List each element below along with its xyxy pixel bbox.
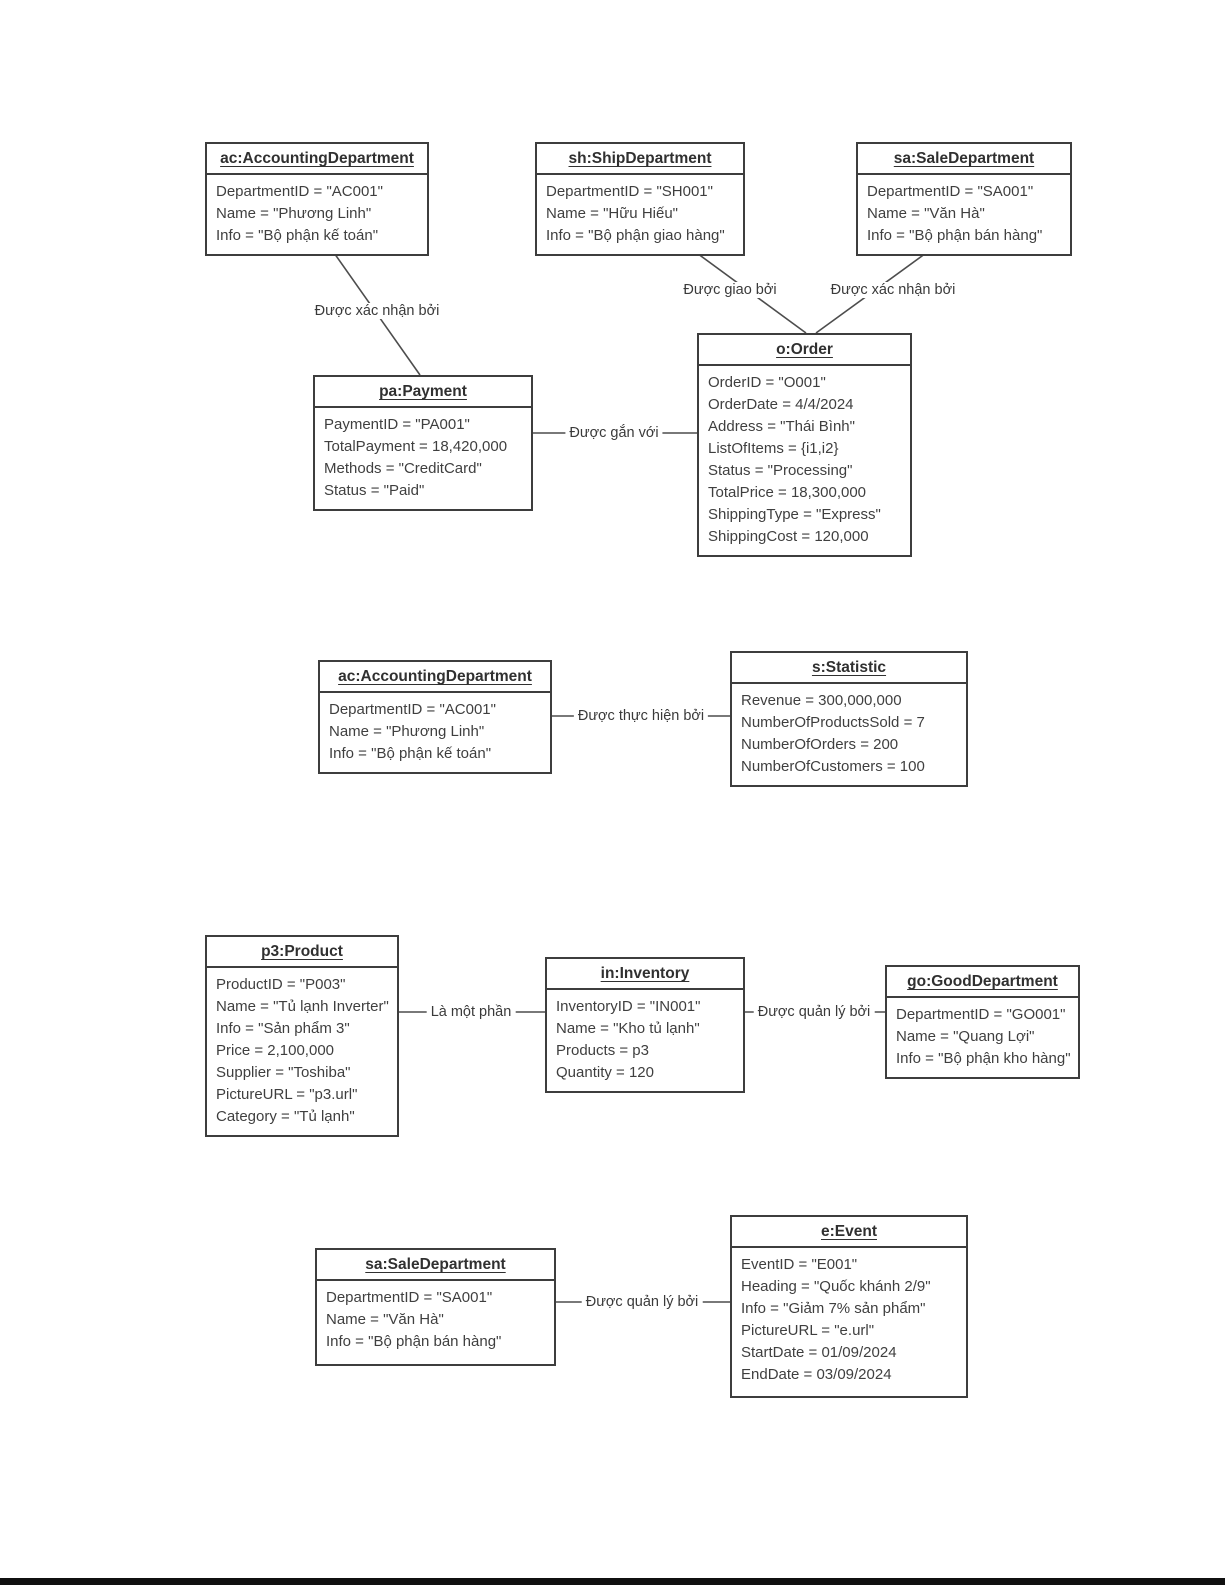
object-box-order: o:Order OrderID = "O001" OrderDate = 4/4/…	[697, 333, 912, 557]
attribute-line: Info = "Bộ phận bán hàng"	[867, 227, 1043, 244]
object-box-event: e:Event EventID = "E001" Heading = "Quốc …	[730, 1215, 968, 1398]
attribute-line: PaymentID = "PA001"	[324, 416, 470, 433]
object-title: e:Event	[732, 1217, 966, 1248]
connection-label-managed-by-2: Được quản lý bởi	[581, 1294, 703, 1310]
attribute-line: InventoryID = "IN001"	[556, 998, 701, 1015]
attribute-line: Name = "Phương Linh"	[216, 205, 372, 222]
attribute-line: Supplier = "Toshiba"	[216, 1064, 351, 1081]
attribute-line: Heading = "Quốc khánh 2/9"	[741, 1278, 931, 1295]
attribute-line: Info = "Bộ phận kho hàng"	[896, 1050, 1071, 1067]
attribute-line: ShippingCost = 120,000	[708, 528, 869, 545]
object-title: p3:Product	[207, 937, 397, 968]
object-box-sale-department-2: sa:SaleDepartment DepartmentID = "SA001"…	[315, 1248, 556, 1366]
object-attributes: DepartmentID = "AC001" Name = "Phương Lin…	[320, 693, 550, 772]
attribute-line: OrderDate = 4/4/2024	[708, 396, 854, 413]
object-attributes: PaymentID = "PA001" TotalPayment = 18,420…	[315, 408, 531, 509]
object-attributes: DepartmentID = "SA001" Name = "Văn Hà" Inf…	[317, 1281, 554, 1360]
object-title: in:Inventory	[547, 959, 743, 990]
attribute-line: Quantity = 120	[556, 1064, 654, 1081]
object-box-payment: pa:Payment PaymentID = "PA001" TotalPayme…	[313, 375, 533, 511]
attribute-line: ProductID = "P003"	[216, 976, 346, 993]
object-box-accounting-department-1: ac:AccountingDepartment DepartmentID = "…	[205, 142, 429, 256]
attribute-line: OrderID = "O001"	[708, 374, 826, 391]
connection-label-is-part-of: Là một phần	[426, 1004, 516, 1020]
object-box-product: p3:Product ProductID = "P003" Name = "Tủ …	[205, 935, 399, 1137]
attribute-line: ListOfItems = {i1,i2}	[708, 440, 839, 457]
attribute-line: Name = "Phương Linh"	[329, 723, 485, 740]
object-box-inventory: in:Inventory InventoryID = "IN001" Name =…	[545, 957, 745, 1093]
connection-label-confirmed-by-1: Được xác nhận bởi	[310, 303, 444, 319]
attribute-line: StartDate = 01/09/2024	[741, 1344, 897, 1361]
attribute-line: EndDate = 03/09/2024	[741, 1366, 892, 1383]
attribute-line: Price = 2,100,000	[216, 1042, 335, 1059]
connection-label-managed-by-1: Được quản lý bởi	[753, 1004, 875, 1020]
attribute-line: EventID = "E001"	[741, 1256, 858, 1273]
attribute-line: Info = "Bộ phận kế toán"	[329, 745, 492, 762]
object-attributes: ProductID = "P003" Name = "Tủ lạnh Invert…	[207, 968, 397, 1135]
attribute-line: Methods = "CreditCard"	[324, 460, 482, 477]
attribute-line: Status = "Paid"	[324, 482, 425, 499]
attribute-line: PictureURL = "p3.url"	[216, 1086, 358, 1103]
attribute-line: PictureURL = "e.url"	[741, 1322, 875, 1339]
object-title: sa:SaleDepartment	[858, 144, 1070, 175]
object-attributes: InventoryID = "IN001" Name = "Kho tủ lạnh…	[547, 990, 743, 1091]
attribute-line: Info = "Bộ phận bán hàng"	[326, 1333, 502, 1350]
attribute-line: Name = "Tủ lạnh Inverter"	[216, 998, 389, 1015]
object-title: ac:AccountingDepartment	[320, 662, 550, 693]
object-title: s:Statistic	[732, 653, 966, 684]
object-attributes: DepartmentID = "SH001" Name = "Hữu Hiếu" I…	[537, 175, 743, 254]
attribute-line: DepartmentID = "SA001"	[867, 183, 1034, 200]
bottom-edge-bar	[0, 1578, 1225, 1585]
attribute-line: ShippingType = "Express"	[708, 506, 881, 523]
connection-label-confirmed-by-2: Được xác nhận bởi	[826, 282, 960, 298]
attribute-line: Info = "Bộ phận kế toán"	[216, 227, 379, 244]
object-attributes: DepartmentID = "GO001" Name = "Quang Lợi"…	[887, 998, 1078, 1077]
object-box-sale-department-1: sa:SaleDepartment DepartmentID = "SA001"…	[856, 142, 1072, 256]
attribute-line: DepartmentID = "SA001"	[326, 1289, 493, 1306]
object-box-accounting-department-2: ac:AccountingDepartment DepartmentID = "…	[318, 660, 552, 774]
attribute-line: Name = "Văn Hà"	[867, 205, 985, 222]
attribute-line: Name = "Hữu Hiếu"	[546, 205, 678, 222]
attribute-line: NumberOfCustomers = 100	[741, 758, 925, 775]
object-attributes: EventID = "E001" Heading = "Quốc khánh 2/…	[732, 1248, 966, 1393]
attribute-line: Category = "Tủ lạnh"	[216, 1108, 355, 1125]
object-title: go:GoodDepartment	[887, 967, 1078, 998]
object-title: sa:SaleDepartment	[317, 1250, 554, 1281]
attribute-line: Name = "Kho tủ lạnh"	[556, 1020, 700, 1037]
attribute-line: DepartmentID = "AC001"	[329, 701, 496, 718]
object-attributes: DepartmentID = "AC001" Name = "Phương Lin…	[207, 175, 427, 254]
object-title: sh:ShipDepartment	[537, 144, 743, 175]
object-box-good-department: go:GoodDepartment DepartmentID = "GO001"…	[885, 965, 1080, 1079]
object-title: pa:Payment	[315, 377, 531, 408]
connection-label-attached-to: Được gắn với	[565, 425, 663, 441]
attribute-line: NumberOfOrders = 200	[741, 736, 899, 753]
attribute-line: Revenue = 300,000,000	[741, 692, 902, 709]
attribute-line: Name = "Quang Lợi"	[896, 1028, 1035, 1045]
object-title: ac:AccountingDepartment	[207, 144, 427, 175]
attribute-line: NumberOfProductsSold = 7	[741, 714, 925, 731]
attribute-line: DepartmentID = "SH001"	[546, 183, 713, 200]
attribute-line: Address = "Thái Bình"	[708, 418, 855, 435]
connection-label-performed-by: Được thực hiện bởi	[573, 708, 709, 724]
attribute-line: Info = "Sản phẩm 3"	[216, 1020, 350, 1037]
attribute-line: Info = "Giảm 7% sản phẩm"	[741, 1300, 926, 1317]
connection-label-delivered-by: Được giao bởi	[679, 282, 781, 298]
attribute-line: Info = "Bộ phận giao hàng"	[546, 227, 725, 244]
object-title: o:Order	[699, 335, 910, 366]
attribute-line: DepartmentID = "GO001"	[896, 1006, 1066, 1023]
object-box-ship-department: sh:ShipDepartment DepartmentID = "SH001"…	[535, 142, 745, 256]
attribute-line: Status = "Processing"	[708, 462, 853, 479]
attribute-line: Name = "Văn Hà"	[326, 1311, 444, 1328]
attribute-line: Products = p3	[556, 1042, 649, 1059]
attribute-line: TotalPayment = 18,420,000	[324, 438, 508, 455]
object-attributes: DepartmentID = "SA001" Name = "Văn Hà" Inf…	[858, 175, 1070, 254]
attribute-line: TotalPrice = 18,300,000	[708, 484, 867, 501]
attribute-line: DepartmentID = "AC001"	[216, 183, 383, 200]
